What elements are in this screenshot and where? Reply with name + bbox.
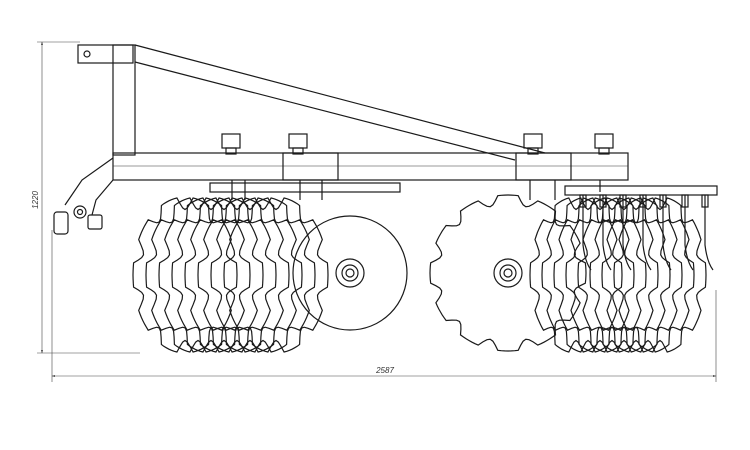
bolt [221, 133, 241, 155]
mast [112, 44, 136, 156]
scraper-tine [662, 195, 672, 271]
front-notched-disc [210, 197, 316, 353]
tine-clamp [579, 194, 587, 208]
height-dimension: 1220 [31, 41, 140, 354]
front-notched-disc [184, 197, 290, 353]
scraper-tine [622, 195, 632, 271]
front-notched-disc [171, 197, 277, 353]
rear-disc-hub [493, 258, 523, 288]
length-dimension: 2587 [51, 230, 717, 382]
rear-disc-gang [529, 197, 707, 353]
rear-disc-outline [429, 194, 587, 352]
lower-hitch-arm [53, 157, 114, 235]
rear-gang-disc [553, 197, 647, 353]
rear-gang-disc [565, 197, 659, 353]
front-notched-disc [223, 197, 329, 353]
front-disc-gang [132, 197, 329, 353]
rear-gang-disc [601, 197, 695, 353]
scraper-tine [684, 195, 694, 271]
tine-clamp [659, 194, 667, 208]
tine-clamp [639, 194, 647, 208]
rear-gang-disc [529, 197, 623, 353]
length-dimension-label: 2587 [375, 366, 394, 375]
front-notched-disc [145, 197, 251, 353]
tine-clamp [681, 194, 689, 208]
rear-gang-disc [589, 197, 683, 353]
tine-clamp [619, 194, 627, 208]
front-notched-disc [132, 197, 238, 353]
main-frame-beam [112, 152, 629, 181]
bolt [282, 133, 339, 181]
rear-notched-disc [429, 194, 587, 352]
rear-gang-disc [613, 197, 707, 353]
tine-clamp [701, 194, 709, 208]
hangers [209, 180, 718, 200]
front-notched-disc [158, 197, 264, 353]
bolt [515, 133, 572, 181]
scraper-tine [602, 195, 612, 271]
tine-clamp [599, 194, 607, 208]
scraper-tine [642, 195, 652, 271]
scraper-tine [704, 195, 714, 271]
diagonal-brace [134, 44, 546, 161]
rear-gang-disc [541, 197, 635, 353]
top-hitch [77, 44, 134, 64]
front-notched-disc [197, 197, 303, 353]
height-dimension-label: 1220 [31, 191, 40, 209]
scraper-tine [582, 195, 592, 271]
front-plain-disc [292, 215, 408, 331]
rear-gang-disc [577, 197, 671, 353]
frame-bolts [221, 133, 614, 181]
scraper-tines [579, 194, 714, 271]
bolt [594, 133, 614, 155]
